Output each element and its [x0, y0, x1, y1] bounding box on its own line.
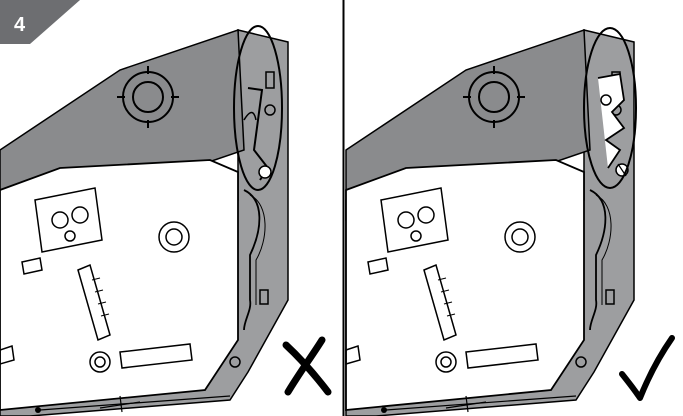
step-number: 4: [14, 14, 26, 36]
engaged-latch: [597, 72, 626, 169]
check-icon: [619, 335, 675, 401]
step-badge: [0, 0, 80, 44]
highlight-ellipse: [233, 25, 283, 191]
highlight-ellipse-correct: [583, 27, 637, 189]
panel-incorrect: [0, 25, 332, 416]
cross-icon: [282, 336, 332, 396]
panel-correct: [345, 27, 675, 416]
